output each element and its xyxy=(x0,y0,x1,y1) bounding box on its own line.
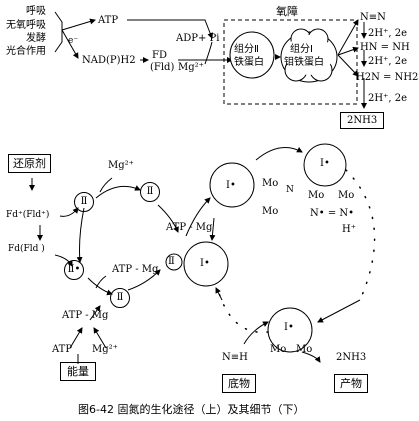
product-molecule: 2NH3 xyxy=(336,352,367,363)
electron-label: e⁻ xyxy=(68,36,79,46)
mo-bottom-1: Mo xyxy=(270,344,287,355)
step-reagent-2: 2H⁺, 2e xyxy=(368,56,407,67)
step-molecule-diazene: HN = NH xyxy=(360,42,410,53)
ii-node-right-label: Ⅱ xyxy=(146,186,154,197)
mo-top-left-1: Mo xyxy=(262,178,279,189)
source-anaerobic-respiration: 无氧呼吸 xyxy=(6,20,46,31)
atp-mg-upper: ATP - Mg xyxy=(166,222,213,233)
ii-dot-node: Ⅱ• xyxy=(64,260,84,280)
component-i-protein: 钼铁蛋白 xyxy=(284,57,324,68)
ii-node-right: Ⅱ xyxy=(140,182,160,202)
ii-atp-node-label: Ⅱ xyxy=(116,292,124,303)
n-top-left: N xyxy=(286,185,294,195)
step-reagent-3: 2H⁺, 2e xyxy=(368,93,407,104)
atp-mg-lower: ATP - Mg xyxy=(62,310,109,321)
component-i-name: 组分Ⅰ xyxy=(290,44,313,55)
atp-input-label: ATP xyxy=(52,344,73,355)
substrate-molecule: N≡H xyxy=(222,352,248,363)
ii-node-left-label: Ⅱ xyxy=(80,196,88,207)
step-molecule-hydrazine: H2N = NH2 xyxy=(356,72,419,83)
product-box: 产物 xyxy=(334,374,368,393)
ii-small-middle: Ⅱ xyxy=(168,256,175,267)
mo-top-right-1: Mo xyxy=(308,190,325,201)
source-photosynthesis: 光合作用 xyxy=(6,46,46,57)
mo-top-left-2: Mo xyxy=(262,206,279,217)
mg-release-label: Mg²⁺ xyxy=(108,160,134,171)
source-respiration: 呼吸 xyxy=(26,6,46,17)
figure-caption: 图6-42 固氮的生化途径（上）及其细节（下） xyxy=(78,403,305,416)
atp-mg-middle: ATP - Mg xyxy=(112,264,159,275)
component-ii-name: 组分Ⅱ xyxy=(234,44,259,55)
mg-input-label: Mg²⁺ xyxy=(92,344,118,355)
n-dot-n-label: N• = N• xyxy=(310,208,355,219)
ii-dot-node-label: Ⅱ• xyxy=(67,264,81,275)
i-dot-middle: Ⅰ• xyxy=(200,258,210,269)
component-ii-protein: 铁蛋白 xyxy=(234,57,264,68)
source-fermentation: 发酵 xyxy=(26,33,46,44)
mo-bottom-2: Mo xyxy=(296,344,313,355)
atp-label: ATP xyxy=(98,15,119,26)
energy-box: 能量 xyxy=(60,362,96,381)
ii-node-left: Ⅱ xyxy=(74,192,94,212)
reductant-box: 还原剂 xyxy=(8,154,51,173)
substrate-box: 底物 xyxy=(222,374,256,393)
oxygen-barrier-label: 氧障 xyxy=(276,5,298,18)
adp-label: ADP+ Pi xyxy=(176,33,220,44)
step-molecule-n2: N≡N xyxy=(360,12,386,23)
fd-oxidized-label: Fd⁺(Fld⁺) xyxy=(6,210,50,220)
fd-reduced-label: Fd(Fld ) xyxy=(8,244,45,254)
fd-label: FD xyxy=(152,50,167,61)
fld-label: (Fld) xyxy=(150,62,175,73)
mo-top-right-2: Mo xyxy=(338,190,355,201)
h-plus-label: H⁺ xyxy=(342,224,356,235)
i-dot-bottom: Ⅰ• xyxy=(284,322,294,333)
i-dot-top-left: Ⅰ• xyxy=(226,180,236,191)
mg-label: Mg²⁺ xyxy=(178,62,204,73)
i-dot-top-right: Ⅰ• xyxy=(320,158,330,169)
product-nh3-box: 2NH3 xyxy=(340,112,385,129)
step-reagent-1: 2H⁺, 2e xyxy=(368,28,407,39)
nadph-label: NAD(P)H2 xyxy=(82,55,136,66)
ii-atp-node: Ⅱ xyxy=(110,288,130,308)
